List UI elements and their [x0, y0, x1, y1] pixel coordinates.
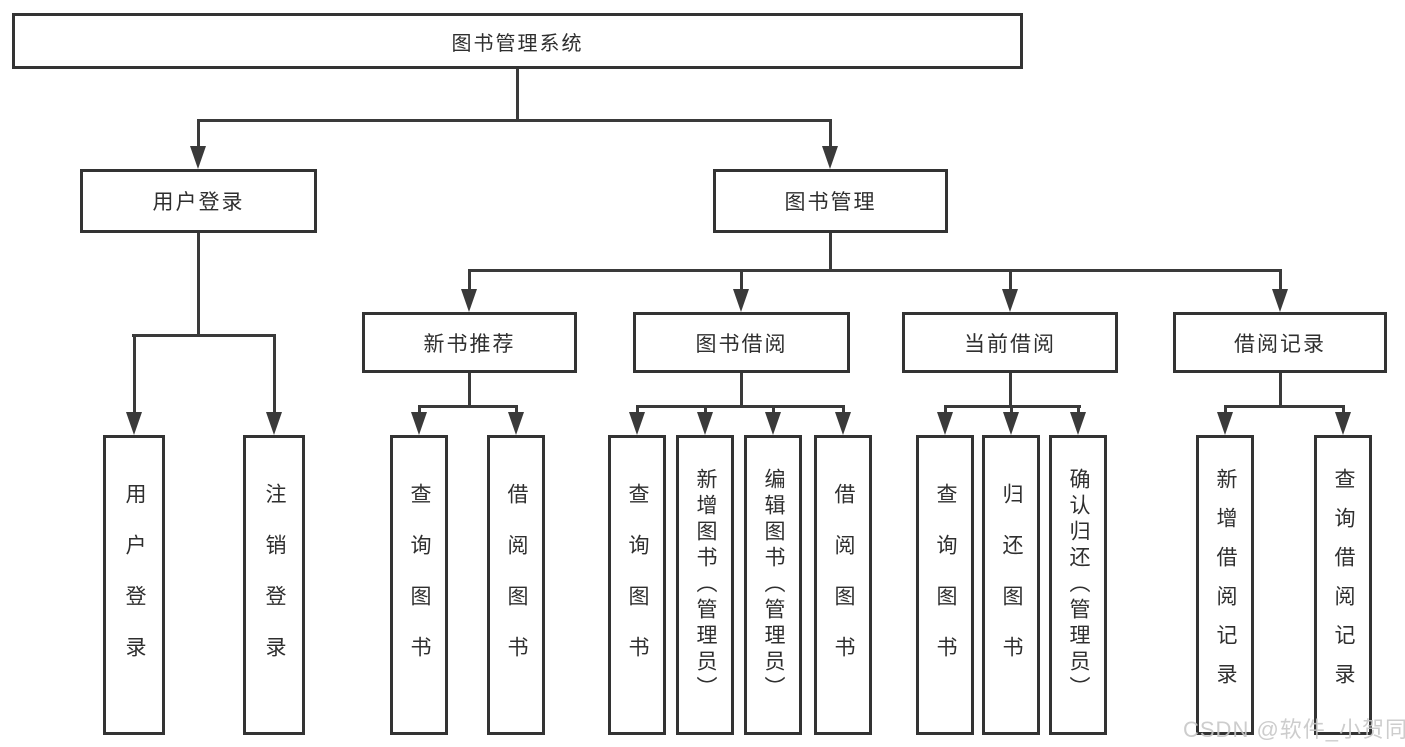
connector-line [1224, 405, 1345, 408]
connector-line [516, 69, 519, 121]
connector-line [636, 405, 639, 415]
connector-line [1279, 269, 1282, 291]
arrow-down-icon [629, 412, 645, 435]
connector-line [273, 334, 276, 414]
group-new-book-recommend: 新书推荐 [362, 312, 577, 373]
arrow-down-icon [1003, 412, 1019, 435]
connector-line [1342, 405, 1345, 415]
leaf-query-books-recommend: 查询图书 [390, 435, 448, 735]
arrow-down-icon [508, 412, 524, 435]
connector-line [197, 233, 200, 337]
arrow-down-icon [765, 412, 781, 435]
arrow-down-icon [1070, 412, 1086, 435]
connector-line [829, 119, 832, 147]
leaf-logout: 注销登录 [243, 435, 305, 735]
connector-line [772, 405, 775, 415]
connector-line [829, 233, 832, 272]
arrow-down-icon [822, 146, 838, 169]
connector-line [133, 334, 136, 414]
connector-line [1224, 405, 1227, 415]
connector-line [468, 269, 1282, 272]
connector-line [842, 405, 845, 415]
branch-user-login: 用户登录 [80, 169, 317, 233]
arrow-down-icon [1002, 289, 1018, 312]
connector-line [468, 269, 471, 291]
connector-line [1010, 405, 1013, 415]
arrow-down-icon [126, 412, 142, 435]
connector-line [740, 373, 743, 408]
group-current-borrow: 当前借阅 [902, 312, 1118, 373]
leaf-add-books-admin: 新增图书（管理员） [676, 435, 734, 735]
arrow-down-icon [1335, 412, 1351, 435]
connector-line [468, 373, 471, 408]
connector-line [132, 334, 276, 337]
csdn-watermark: CSDN @软件_小贺同学 [1183, 717, 1405, 742]
connector-line [418, 405, 518, 408]
arrow-down-icon [937, 412, 953, 435]
group-book-borrow: 图书借阅 [633, 312, 850, 373]
arrow-down-icon [266, 412, 282, 435]
connector-line [197, 119, 832, 122]
leaf-add-borrow-record: 新增借阅记录 [1196, 435, 1254, 735]
connector-line [1009, 373, 1012, 408]
connector-line [944, 405, 947, 415]
connector-line [704, 405, 707, 415]
leaf-return-books: 归还图书 [982, 435, 1040, 735]
connector-line [1009, 269, 1012, 291]
leaf-borrow-books: 借阅图书 [814, 435, 872, 735]
connector-line [197, 119, 200, 147]
arrow-down-icon [835, 412, 851, 435]
connector-line [1077, 405, 1080, 415]
connector-line [636, 405, 845, 408]
leaf-user-login: 用户登录 [103, 435, 165, 735]
branch-book-management: 图书管理 [713, 169, 948, 233]
arrow-down-icon [1217, 412, 1233, 435]
leaf-edit-books-admin: 编辑图书（管理员） [744, 435, 802, 735]
leaf-confirm-return-admin: 确认归还（管理员） [1049, 435, 1107, 735]
connector-line [1279, 373, 1282, 408]
leaf-borrow-books-recommend: 借阅图书 [487, 435, 545, 735]
arrow-down-icon [461, 289, 477, 312]
connector-line [740, 269, 743, 291]
arrow-down-icon [733, 289, 749, 312]
arrow-down-icon [190, 146, 206, 169]
root-node-library-system: 图书管理系统 [12, 13, 1023, 69]
arrow-down-icon [411, 412, 427, 435]
leaf-query-books-current: 查询图书 [916, 435, 974, 735]
arrow-down-icon [697, 412, 713, 435]
arrow-down-icon [1272, 289, 1288, 312]
leaf-query-borrow-record: 查询借阅记录 [1314, 435, 1372, 735]
connector-line [515, 405, 518, 415]
group-borrow-records: 借阅记录 [1173, 312, 1387, 373]
connector-line [418, 405, 421, 415]
leaf-query-books-borrow: 查询图书 [608, 435, 666, 735]
